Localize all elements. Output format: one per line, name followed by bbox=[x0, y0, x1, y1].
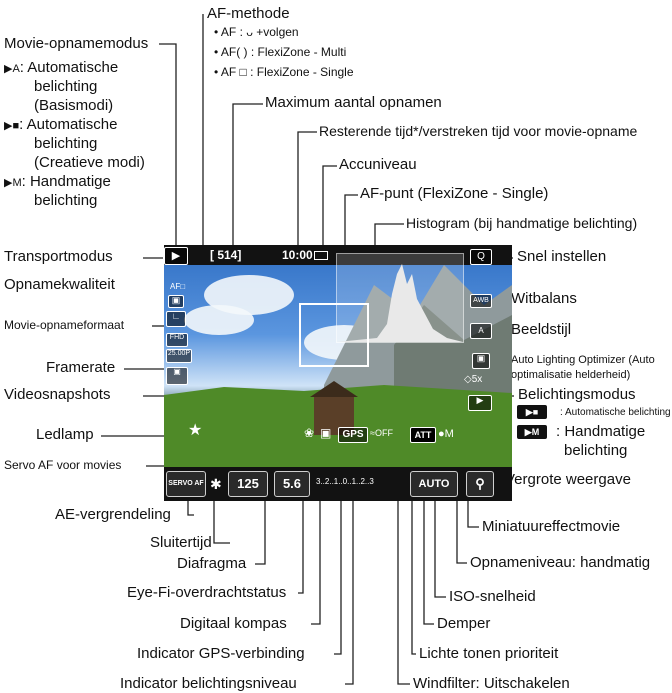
wifi-icon: ❀ bbox=[304, 426, 315, 440]
label-resterende-tijd: Resterende tijd*/verstreken tijd voor mo… bbox=[319, 123, 638, 139]
label-ae-vergrendeling: AE-vergrendeling bbox=[55, 506, 171, 523]
label-indicator-gps: Indicator GPS-verbinding bbox=[137, 645, 305, 662]
servo-af-button[interactable]: SERVO AF bbox=[166, 471, 206, 497]
miniature-icon: ◇5x bbox=[464, 374, 483, 385]
top-info-bar bbox=[164, 245, 512, 265]
gps-indicator: GPS bbox=[338, 427, 368, 443]
mic-level-icon: ●M bbox=[438, 428, 454, 440]
af-item-3: • AF □ : FlexiZone - Single bbox=[214, 65, 354, 79]
label-windfilter: Windfilter: Uitschakelen bbox=[413, 675, 570, 692]
label-belichtingsmodus: Belichtingsmodus bbox=[518, 386, 636, 403]
mode-auto-creatief-l2: belichting bbox=[34, 135, 98, 152]
framerate-icon: 25.00P bbox=[166, 349, 192, 363]
label-servo-af: Servo AF voor movies bbox=[4, 458, 122, 472]
mode-handmatig-l2: belichting bbox=[34, 192, 98, 209]
label-opnamekwaliteit: Opnamekwaliteit bbox=[4, 276, 115, 293]
af-item-1: • AF : ᴗ +volgen bbox=[214, 25, 299, 39]
mode-auto-basis-l2: belichting bbox=[34, 78, 98, 95]
label-beeldstijl: Beeldstijl bbox=[511, 321, 572, 338]
attenuator-icon: ATT bbox=[410, 427, 436, 443]
exposure-mode-icon: ▶ bbox=[468, 395, 492, 411]
af-point-frame bbox=[299, 303, 369, 367]
bm-hand-l1: : Handmatige bbox=[556, 423, 646, 440]
af-item-2-label: AF( ) bbox=[220, 45, 248, 59]
label-accuniveau: Accuniveau bbox=[339, 156, 417, 173]
ae-lock-icon: ✱ bbox=[210, 476, 222, 492]
magnify-icon[interactable]: ⚲ bbox=[466, 471, 494, 497]
shutter-speed[interactable]: 125 bbox=[228, 471, 268, 497]
bm-hand-l2: belichting bbox=[564, 442, 628, 459]
picture-style-icon: A bbox=[470, 323, 492, 339]
movie-creative-legend-icon: ▶■ bbox=[517, 405, 547, 419]
mode-auto-creatief: ▶■: Automatische bbox=[4, 116, 118, 133]
label-lichte-tonen: Lichte tonen prioriteit bbox=[419, 645, 559, 662]
label-movie-opnamemodus: Movie-opnamemodus bbox=[4, 35, 149, 52]
quality-icon: ∟ bbox=[166, 311, 186, 327]
label-snel-instellen: Snel instellen bbox=[517, 248, 607, 265]
label-sluitertijd: Sluitertijd bbox=[150, 534, 212, 551]
bm-auto: : Automatische belichting bbox=[560, 407, 671, 418]
compass-icon: ▣ bbox=[320, 426, 332, 440]
label-transportmodus: Transportmodus bbox=[4, 248, 113, 265]
label-ledlamp: Ledlamp bbox=[36, 426, 94, 443]
label-witbalans: Witbalans bbox=[511, 290, 577, 307]
label-videosnapshots: Videosnapshots bbox=[4, 386, 111, 403]
video-snapshot-icon: ▣ bbox=[166, 367, 188, 385]
movie-auto-icon: ▶A bbox=[4, 63, 20, 75]
label-max-opnamen: Maximum aantal opnamen bbox=[265, 94, 442, 111]
af-item-1-label: AF bbox=[220, 25, 237, 39]
label-iso-snelheid: ISO-snelheid bbox=[449, 588, 536, 605]
shots-remaining: [ 514] bbox=[210, 248, 242, 262]
camera-live-view: [ 514] 10:00 ▶ AF□ ▣ ∟ FHD 25.00P ▣ ★ Q … bbox=[164, 245, 512, 501]
label-diafragma: Diafragma bbox=[177, 555, 247, 572]
mode-handmatig: ▶M: Handmatige bbox=[4, 173, 111, 190]
histogram-graph bbox=[337, 264, 463, 342]
af-item-3-label: AF □ bbox=[220, 65, 247, 79]
movie-format-icon: FHD bbox=[166, 333, 188, 347]
label-vergrote-weergave: Vergrote weergave bbox=[505, 471, 631, 488]
mode-auto-creatief-l3: (Creatieve modi) bbox=[34, 154, 145, 171]
label-miniatuureffectmovie: Miniatuureffectmovie bbox=[482, 518, 621, 535]
drive-mode-icon: ▣ bbox=[168, 295, 184, 308]
battery-icon bbox=[314, 251, 328, 260]
af-method-small: AF□ bbox=[170, 282, 186, 291]
movie-manual-legend-icon: ▶M bbox=[517, 425, 547, 439]
label-demper: Demper bbox=[437, 615, 491, 632]
label-opnameniveau: Opnameniveau: handmatig bbox=[470, 554, 651, 571]
mode-auto-basis-l3: (Basismodi) bbox=[34, 97, 114, 114]
white-balance-icon: AWB bbox=[470, 294, 492, 308]
cloud bbox=[184, 305, 254, 335]
af-item-2: • AF( ) : FlexiZone - Multi bbox=[214, 45, 347, 59]
label-movie-opnameformaat: Movie-opnameformaat bbox=[4, 318, 125, 332]
label-alo-l1: Auto Lighting Optimizer (Auto bbox=[511, 354, 655, 366]
exposure-level-scale: 3..2..1..0..1..2..3 bbox=[316, 477, 374, 486]
record-time: 10:00 bbox=[282, 248, 313, 262]
quick-control-icon[interactable]: Q bbox=[470, 249, 492, 265]
iso-speed[interactable]: AUTO bbox=[410, 471, 458, 497]
label-alo-l2: optimalisatie helderheid) bbox=[511, 369, 631, 381]
label-indicator-belichting: Indicator belichtingsniveau bbox=[120, 675, 297, 692]
movie-creative-icon: ▶■ bbox=[4, 120, 20, 132]
label-histogram: Histogram (bij handmatige belichting) bbox=[406, 215, 638, 231]
movie-mode-icon: ▶ bbox=[164, 247, 188, 265]
label-af-methode: AF-methode bbox=[207, 5, 290, 22]
movie-manual-icon: ▶M bbox=[4, 177, 22, 189]
label-framerate: Framerate bbox=[46, 359, 116, 376]
label-eye-fi: Eye-Fi-overdrachtstatus bbox=[127, 584, 287, 601]
alo-icon: ▣ bbox=[472, 353, 490, 369]
led-icon: ★ bbox=[188, 422, 203, 439]
mode-auto-basis: ▶A: Automatische bbox=[4, 59, 119, 76]
histogram bbox=[336, 253, 464, 343]
label-digitaal-kompas: Digitaal kompas bbox=[180, 615, 287, 632]
label-af-punt: AF-punt (FlexiZone - Single) bbox=[360, 185, 549, 202]
aperture[interactable]: 5.6 bbox=[274, 471, 310, 497]
wind-filter-icon: ≈OFF bbox=[370, 428, 393, 438]
